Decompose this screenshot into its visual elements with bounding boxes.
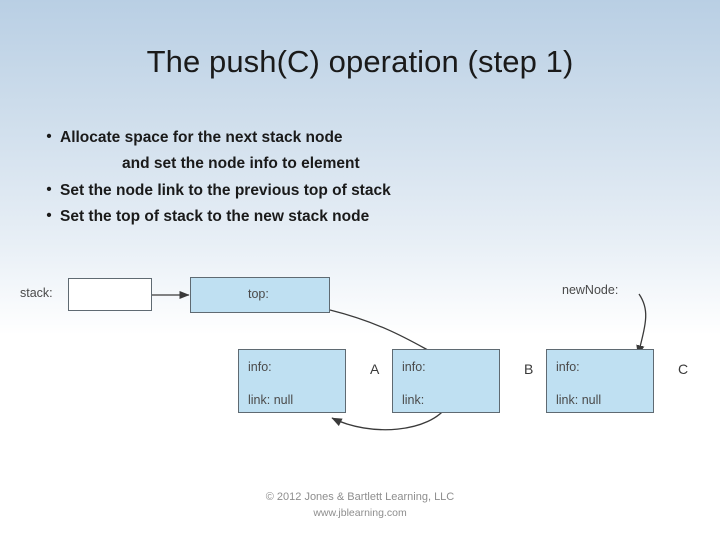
bullet-text: Set the node link to the previous top of… [60,181,391,199]
bullet-marker: • [46,206,52,224]
top-box [190,277,330,313]
node-b-box [392,349,500,413]
bullet-item-2: • Set the node link to the previous top … [38,179,678,202]
bullet-item-1: • Allocate space for the next stack node [38,126,678,149]
node-c-info-label: info: [556,360,580,374]
node-a-link-label: link: null [248,393,294,407]
stack-label: stack: [20,286,53,300]
bullet-list: • Allocate space for the next stack node… [38,126,678,231]
bullet-item-3: • Set the top of stack to the new stack … [38,205,678,228]
bullet-subtext: and set the node info to element [122,155,360,173]
node-a-box [238,349,346,413]
bullet-marker: • [46,128,52,145]
bullet-marker: • [46,180,52,198]
node-c-link-label: link: null [556,393,602,407]
node-c-box [546,349,654,413]
node-b-info-label: info: [402,360,426,374]
bullet-text: Allocate space for the next stack node [60,129,343,146]
footer-copyright: © 2012 Jones & Bartlett Learning, LLC [265,491,455,503]
node-b-link-label: link: [402,393,425,407]
footer: © 2012 Jones & Bartlett Learning, LLC ww… [0,490,720,521]
newnode-label: newNode: [562,283,619,297]
node-a-letter: A [370,361,380,377]
stack-pointer-box [68,278,152,311]
arrow-newnode-to-nodec [636,293,647,356]
node-c-letter: C [678,361,689,377]
footer-website: www.jblearning.com [313,506,407,519]
arrow-nodeb-to-nodea [331,404,449,431]
node-a-info-label: info: [248,360,272,374]
node-b-letter: B [524,361,534,377]
top-label: top: [248,287,269,301]
bullet-text: Set the top of stack to the new stack no… [60,207,370,225]
page-title: The push(C) operation (step 1) [146,44,574,79]
linked-stack-diagram: stack: top: newNode: info: link: null A … [0,255,720,470]
